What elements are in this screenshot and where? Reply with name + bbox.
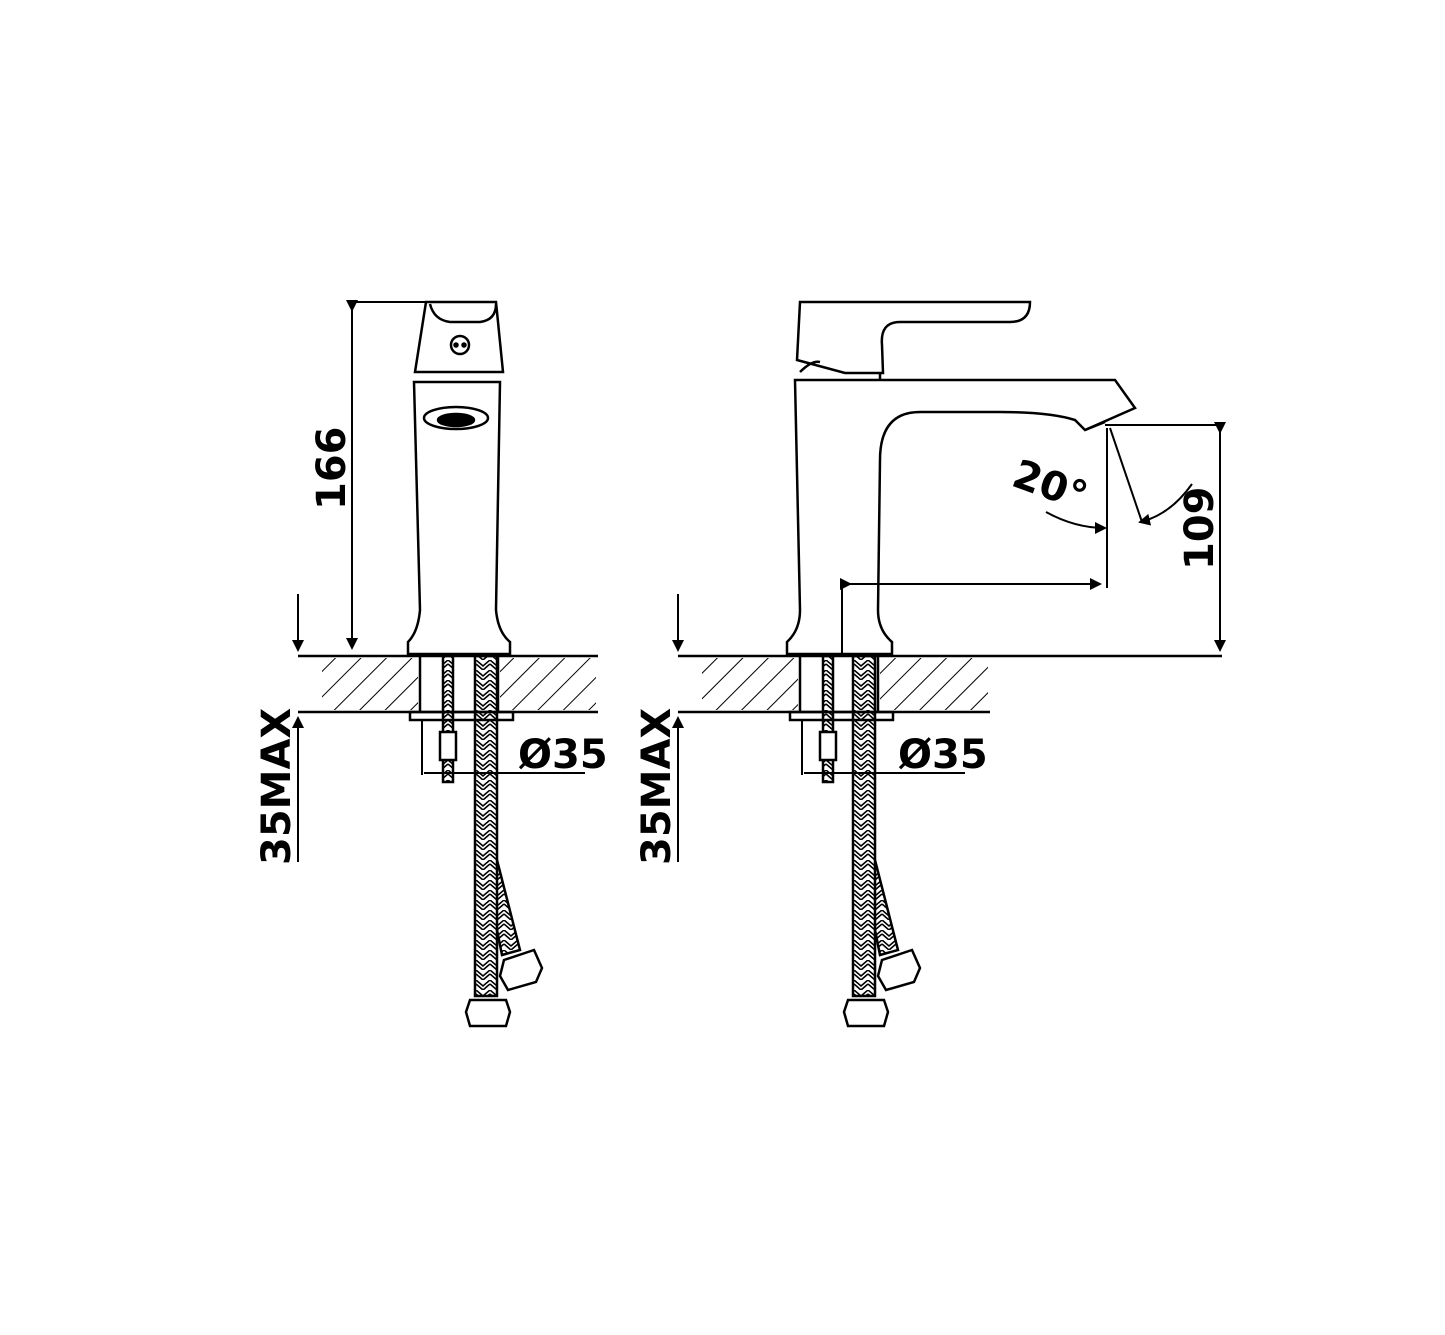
- side-hole-diameter-label: Ø35: [898, 732, 988, 778]
- side-deck-thickness-label: 35MAX: [634, 708, 680, 865]
- front-height-label: 166: [309, 427, 355, 511]
- front-deck-thickness-label: 35MAX: [254, 708, 300, 865]
- side-spray-angle-label: 20°: [1007, 451, 1094, 520]
- side-view: [672, 300, 1226, 1028]
- front-hole-diameter-label: Ø35: [518, 732, 608, 778]
- front-view: [292, 300, 598, 1028]
- side-spout-height-label: 109: [1177, 487, 1223, 571]
